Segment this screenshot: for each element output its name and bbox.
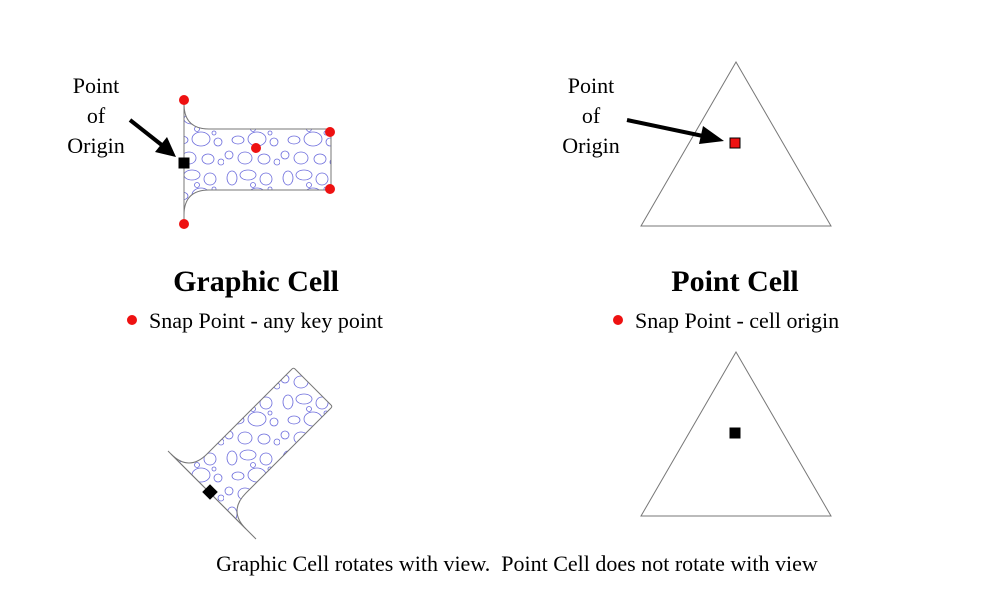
point-cell-triangle bbox=[640, 61, 832, 227]
caption: Graphic Cell rotates with view. Point Ce… bbox=[216, 551, 818, 576]
graphic-cell-shape-rotated bbox=[170, 367, 333, 530]
graphic-cell-rotated-figure bbox=[167, 367, 333, 540]
snap-point bbox=[179, 219, 189, 229]
snap-point bbox=[325, 184, 335, 194]
snap-point-bullet-icon bbox=[613, 315, 623, 325]
point-cell-snap-legend: Snap Point - cell origin bbox=[613, 308, 839, 334]
graphic-cell-origin-label: Point of Origin bbox=[56, 71, 136, 161]
origin-label-line: Point bbox=[72, 73, 120, 98]
origin-marker bbox=[729, 427, 741, 439]
point-cell-figure bbox=[640, 61, 832, 227]
snap-point bbox=[251, 143, 261, 153]
origin-label-line: of bbox=[581, 103, 601, 128]
point-cell-origin-label: Point of Origin bbox=[551, 71, 631, 161]
snap-point bbox=[325, 127, 335, 137]
origin-label-line: of bbox=[86, 103, 106, 128]
graphic-cell-title: Graphic Cell bbox=[173, 265, 339, 298]
graphic-cell-figure bbox=[178, 95, 335, 229]
snap-legend-text: Snap Point - any key point bbox=[149, 308, 384, 333]
snap-point-bullet-icon bbox=[127, 315, 137, 325]
graphic-cell-snap-legend: Snap Point - any key point bbox=[127, 308, 383, 334]
origin-marker bbox=[729, 137, 741, 149]
graphic-cell-shape bbox=[183, 103, 332, 216]
origin-label-line: Origin bbox=[67, 133, 125, 158]
point-cell-unrotated-figure bbox=[640, 351, 832, 517]
snap-legend-text: Snap Point - cell origin bbox=[635, 308, 840, 333]
point-cell-triangle bbox=[640, 351, 832, 517]
point-cell-origin-arrow bbox=[626, 118, 724, 144]
snap-point bbox=[179, 95, 189, 105]
graphic-cell-origin-arrow bbox=[128, 118, 176, 157]
origin-marker bbox=[178, 157, 190, 169]
point-cell-title: Point Cell bbox=[671, 265, 799, 298]
origin-label-line: Origin bbox=[562, 133, 620, 158]
origin-label-line: Point bbox=[567, 73, 615, 98]
